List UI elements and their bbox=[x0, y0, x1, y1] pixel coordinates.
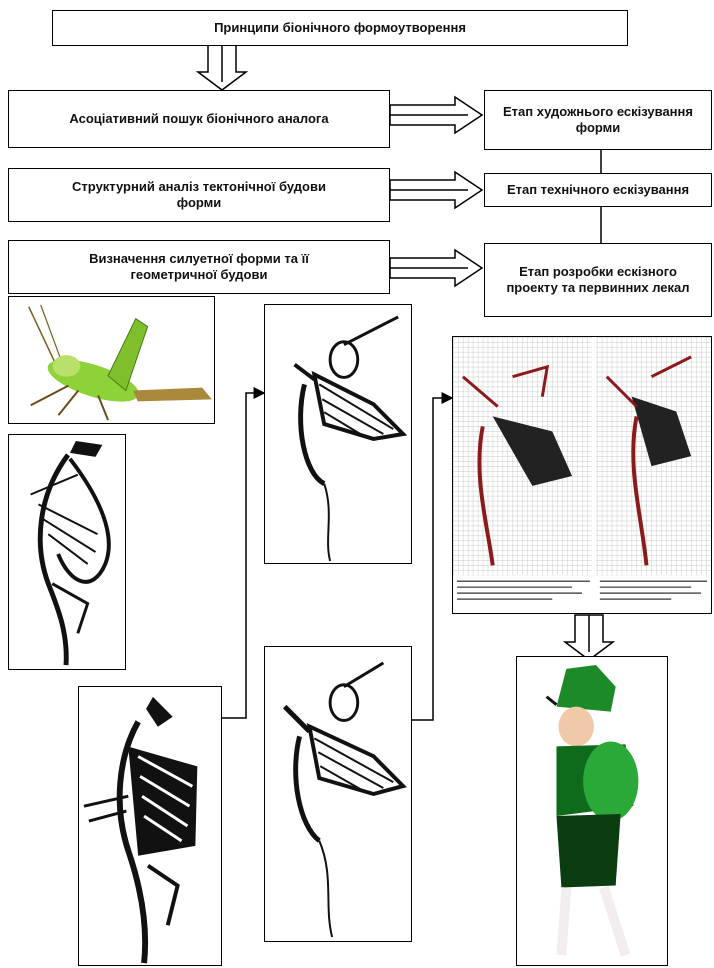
right-arrow-3 bbox=[390, 250, 482, 286]
step-silhouette-definition: Визначення силуетної форми та її геометр… bbox=[8, 240, 390, 294]
technical-sketch-1 bbox=[264, 304, 412, 564]
step-associative-search: Асоціативний пошук біонічного аналога bbox=[8, 90, 390, 148]
grasshopper-photo bbox=[8, 296, 215, 424]
graphic-sketch-1 bbox=[8, 434, 126, 670]
right-arrow-2 bbox=[390, 172, 482, 208]
technical-sketch-2 bbox=[264, 646, 412, 942]
costume-photo bbox=[516, 656, 668, 966]
elbow-arrow-1 bbox=[222, 393, 264, 718]
elbow-arrow-2 bbox=[412, 398, 452, 720]
graphic-sketch-2 bbox=[78, 686, 222, 966]
stage-technical-sketching: Етап технічного ескізування bbox=[484, 173, 712, 207]
stage-pattern-project: Етап розробки ескізного проекту та перви… bbox=[484, 243, 712, 317]
right-arrow-1 bbox=[390, 97, 482, 133]
step-structural-analysis: Структурний аналіз тектонічної будови фо… bbox=[8, 168, 390, 222]
stage-artistic-sketching: Етап художнього ескізування форми bbox=[484, 90, 712, 150]
pattern-grid-sheet bbox=[452, 336, 712, 614]
costume-down-arrow bbox=[565, 615, 613, 660]
diagram-title: Принципи біонічного формоутворення bbox=[52, 10, 628, 46]
title-down-arrow bbox=[198, 45, 246, 90]
